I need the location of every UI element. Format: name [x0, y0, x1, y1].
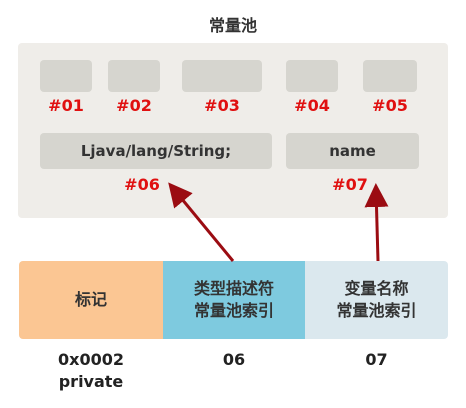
pool-index-03: #03	[204, 96, 240, 115]
field-cell-access-flag: 标记	[19, 261, 163, 339]
pool-slot-02	[108, 60, 160, 92]
constant-pool-title: 常量池	[208, 16, 257, 35]
pool-index-01: #01	[48, 96, 84, 115]
field-label-descriptor-index: 类型描述符 常量池索引	[193, 279, 274, 320]
pool-index-06: #06	[124, 175, 160, 194]
pool-slot-07-text: name	[329, 142, 376, 160]
field-label-access-flag: 标记	[74, 290, 107, 309]
field-value-name-index: 07	[365, 350, 388, 369]
field-label-name-index: 变量名称 常量池索引	[336, 279, 417, 320]
field-value-descriptor-index: 06	[222, 350, 246, 369]
pool-slot-01	[40, 60, 92, 92]
pool-slot-04	[286, 60, 338, 92]
pool-index-04: #04	[294, 96, 330, 115]
pool-slot-06-text: Ljava/lang/String;	[80, 142, 232, 160]
pool-slot-05	[363, 60, 417, 92]
pool-index-07: #07	[332, 175, 368, 194]
pool-index-02: #02	[116, 96, 152, 115]
field-cell-name-index: 变量名称 常量池索引	[305, 261, 448, 339]
field-value-access-flag: 0x0002 private	[58, 350, 124, 391]
field-cell-descriptor-index: 类型描述符 常量池索引	[163, 261, 305, 339]
pool-slot-07: name	[286, 133, 419, 169]
pool-slot-03	[182, 60, 262, 92]
pool-slot-06: Ljava/lang/String;	[40, 133, 272, 169]
pool-index-05: #05	[372, 96, 408, 115]
